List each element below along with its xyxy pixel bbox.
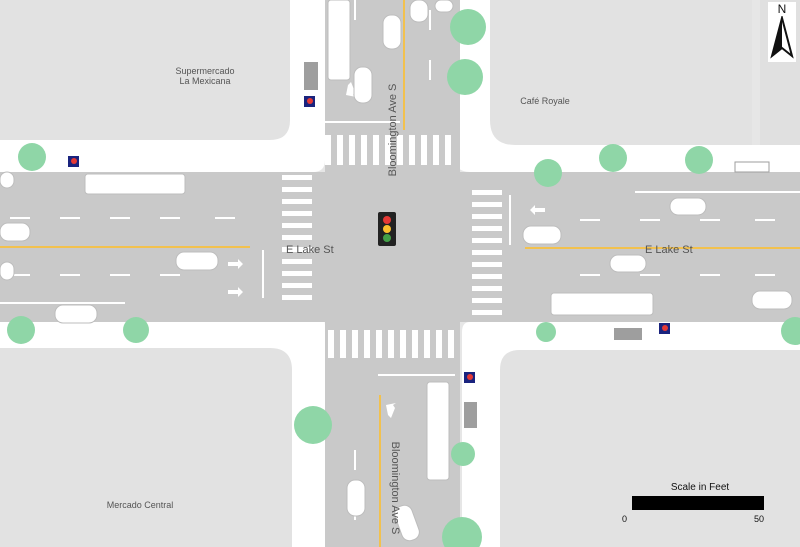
sidewalk-se [462,322,800,547]
street-label-bloomington-south: Bloomington Ave S [389,441,401,535]
north-label: N [777,2,787,16]
trees [7,9,800,547]
scale-bar: Scale in Feet 0 50 [620,482,780,530]
crosswalk-west [282,175,312,300]
buses [84,0,654,481]
bench-ne [734,161,770,173]
block-nw [0,0,290,140]
scale-min-label: 0 [622,514,628,524]
north-arrow: N [768,2,796,62]
street-label-bloomington-north: Bloomington Ave S [387,83,399,177]
crosswalk-east [472,190,502,315]
transit-signs [68,96,670,383]
block-sw [0,348,292,547]
north-arrow-icon [770,16,794,59]
bus-shelters [304,62,642,428]
place-label-mercado-central: Mercado Central [106,500,174,510]
place-label-supermercado: Supermercado La Mexicana [175,66,235,86]
block-ne [490,0,752,145]
sidewalk-sw [0,315,325,547]
scale-title: Scale in Feet [670,482,730,493]
street-label-lake-st-west: E Lake St [286,244,334,256]
block-se [500,350,800,547]
street-label-lake-st-east: E Lake St [645,244,693,256]
scale-max-label: 50 [754,514,765,524]
lane-dashes-east [580,191,800,276]
traffic-signal [378,212,396,246]
crosswalk-south [328,330,454,358]
scale-bar-graphic [632,496,764,510]
crosswalk-north [325,135,451,165]
sidewalk-ne [455,0,800,172]
place-label-cafe-royale: Café Royale [520,96,570,106]
